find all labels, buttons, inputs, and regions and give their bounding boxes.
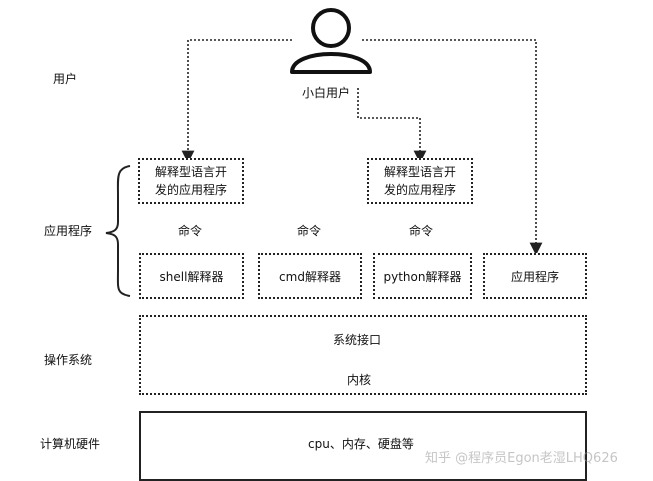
interp-app-box-2-text: 解释型语言开 发的应用程序 — [383, 165, 456, 197]
command-label-1: 命令 — [178, 224, 203, 238]
connector-lines — [105, 8, 580, 359]
kernel-label: 内核 — [347, 373, 372, 387]
layer-label-user: 用户 — [53, 72, 78, 86]
layer-label-app: 应用程序 — [44, 224, 93, 238]
user-label: 小白用户 — [302, 86, 351, 100]
cmd-interpreter-label: cmd解释器 — [279, 269, 341, 284]
command-label-3: 命令 — [409, 224, 434, 238]
interp-app-box-1-text: 解释型语言开 发的应用程序 — [154, 165, 227, 197]
hardware-label: cpu、内存、硬盘等 — [308, 437, 414, 451]
python-interpreter-box: python解释器 — [373, 253, 472, 299]
command-label-2: 命令 — [297, 224, 322, 238]
application-box: 应用程序 — [483, 253, 587, 299]
layer-label-hardware: 计算机硬件 — [40, 437, 101, 451]
arrow-to-app-box — [362, 39, 543, 256]
cmd-interpreter-box: cmd解释器 — [258, 253, 362, 299]
shell-interpreter-box: shell解释器 — [139, 253, 244, 299]
application-label: 应用程序 — [510, 269, 559, 284]
os-layer-box — [139, 315, 587, 395]
python-interpreter-label: python解释器 — [383, 269, 462, 284]
app-layer-brace — [105, 165, 131, 297]
interp-app-box-1: 解释型语言开 发的应用程序 — [138, 158, 244, 204]
system-interface-label: 系统接口 — [333, 333, 382, 347]
watermark: 知乎 @程序员Egon老湿LHQ626 — [425, 451, 618, 466]
user-icon — [290, 8, 372, 74]
hardware-layer-box — [139, 411, 587, 481]
arrow-to-interp-box-2 — [357, 88, 427, 164]
shell-interpreter-label: shell解释器 — [159, 269, 224, 284]
arrow-to-interp-box-1 — [181, 39, 292, 164]
interp-app-box-2: 解释型语言开 发的应用程序 — [367, 158, 473, 204]
layer-label-os: 操作系统 — [44, 353, 93, 367]
